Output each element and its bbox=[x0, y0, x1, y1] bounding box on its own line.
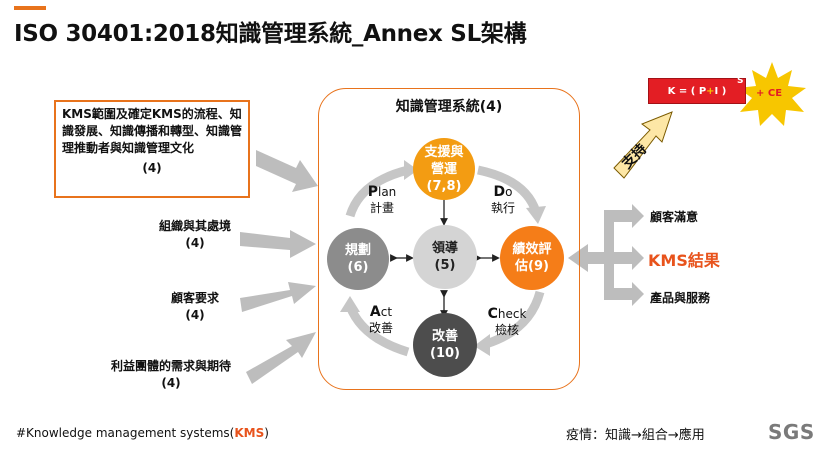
formula-ce-text: + CE bbox=[756, 88, 783, 99]
performance-evaluation-node: 績效評 估(9) bbox=[500, 226, 564, 290]
pdca-do: Do 執行 bbox=[486, 184, 520, 216]
input-num: (4) bbox=[185, 236, 205, 250]
kms-scope-box: KMS範圍及確定KMS的流程、知識發展、知識傳播和轉型、知識管理推動者與知識管理… bbox=[54, 100, 250, 198]
footer-note-prefix: #Knowledge management systems( bbox=[16, 426, 235, 440]
input-arrow-4 bbox=[246, 332, 316, 384]
leadership-node: 領導 (5) bbox=[413, 225, 477, 289]
footer-note: #Knowledge management systems(KMS) bbox=[16, 426, 269, 440]
starburst-shape bbox=[738, 62, 806, 126]
node-label: 規劃 bbox=[344, 243, 371, 258]
pdca-zh: 計畫 bbox=[369, 201, 394, 215]
planning-node: 規劃 (6) bbox=[327, 228, 389, 290]
output-products-services: 產品與服務 bbox=[650, 291, 711, 305]
output-kms-result: KMS結果 bbox=[648, 251, 720, 270]
pdca-rest: lan bbox=[377, 185, 397, 199]
input-label: 利益團體的需求與期待 bbox=[110, 359, 231, 373]
footer-note-kms: KMS bbox=[234, 426, 265, 440]
pdca-plan: Plan 計畫 bbox=[362, 184, 402, 216]
pdca-rest: heck bbox=[497, 307, 527, 321]
kms-scope-text: KMS範圍及確定KMS的流程、知識發展、知識傳播和轉型、知識管理推動者與知識管理… bbox=[62, 107, 243, 155]
sgs-logo: SGS bbox=[768, 420, 815, 444]
footer-note-suffix: ) bbox=[264, 426, 269, 440]
pdca-rest: o bbox=[505, 185, 513, 199]
output-customer-satisfaction: 顧客滿意 bbox=[650, 210, 699, 224]
pdca-initial: P bbox=[367, 184, 378, 200]
cycle-arrow-do bbox=[477, 165, 541, 214]
node-num: (7,8) bbox=[426, 178, 462, 194]
input-stakeholder-needs: 利益團體的需求與期待 (4) bbox=[96, 358, 246, 392]
input-num: (4) bbox=[185, 308, 205, 322]
node-line: 營運 bbox=[430, 161, 457, 177]
node-label: 改善 bbox=[431, 329, 458, 344]
title-accent-bar bbox=[14, 6, 46, 10]
input-organization-context: 組織與其處境 (4) bbox=[140, 218, 250, 252]
pdca-zh: 改善 bbox=[368, 321, 393, 335]
kms-scope-num: (4) bbox=[142, 161, 162, 175]
support-operation-node: 支援與 營運 (7,8) bbox=[413, 138, 475, 200]
pdca-act: Act 改善 bbox=[362, 304, 400, 336]
kms-formula: K = ( P + I ) bbox=[648, 78, 746, 104]
input-arrow-3 bbox=[240, 282, 316, 312]
node-label: 領導 bbox=[431, 241, 458, 256]
formula-ce: + CE bbox=[756, 88, 782, 99]
pdca-zh: 執行 bbox=[490, 201, 515, 215]
pdca-initial: C bbox=[487, 306, 498, 322]
input-label: 顧客要求 bbox=[170, 291, 219, 305]
formula-k: K = ( P bbox=[667, 85, 707, 97]
node-line: 績效評 bbox=[512, 242, 552, 257]
node-line: 估(9) bbox=[515, 259, 549, 274]
kms-frame-title: 知識管理系統(4) bbox=[395, 99, 503, 115]
cycle-arrow-plan bbox=[345, 165, 410, 218]
formula-superscript: S bbox=[737, 76, 744, 86]
node-num: (6) bbox=[347, 260, 369, 275]
input-num: (4) bbox=[161, 376, 181, 390]
pdca-zh: 檢核 bbox=[494, 323, 519, 337]
input-arrow-2 bbox=[240, 230, 316, 258]
kms-frame bbox=[318, 88, 580, 390]
node-line: 支援與 bbox=[424, 144, 464, 160]
pdca-initial: A bbox=[369, 304, 381, 320]
pdca-initial: D bbox=[493, 184, 506, 200]
formula-plus: + bbox=[706, 85, 715, 97]
input-arrow-1 bbox=[256, 150, 318, 192]
page-title: ISO 30401:2018知識管理系統_Annex SL架構 bbox=[14, 21, 527, 47]
node-num: (10) bbox=[430, 346, 460, 361]
node-num: (5) bbox=[434, 258, 456, 273]
improvement-node: 改善 (10) bbox=[413, 313, 477, 377]
support-arrow bbox=[613, 111, 673, 179]
output-arrow-main bbox=[568, 244, 620, 272]
input-label: 組織與其處境 bbox=[158, 219, 231, 233]
pdca-rest: ct bbox=[380, 305, 393, 319]
formula-i: I ) bbox=[714, 85, 727, 97]
cycle-arrow-check bbox=[484, 290, 545, 349]
footer-pandemic-note: 疫情：知識→組合→應用 bbox=[566, 428, 705, 443]
input-customer-requirements: 顧客要求 (4) bbox=[140, 290, 250, 324]
pdca-check: Check 檢核 bbox=[482, 306, 532, 338]
